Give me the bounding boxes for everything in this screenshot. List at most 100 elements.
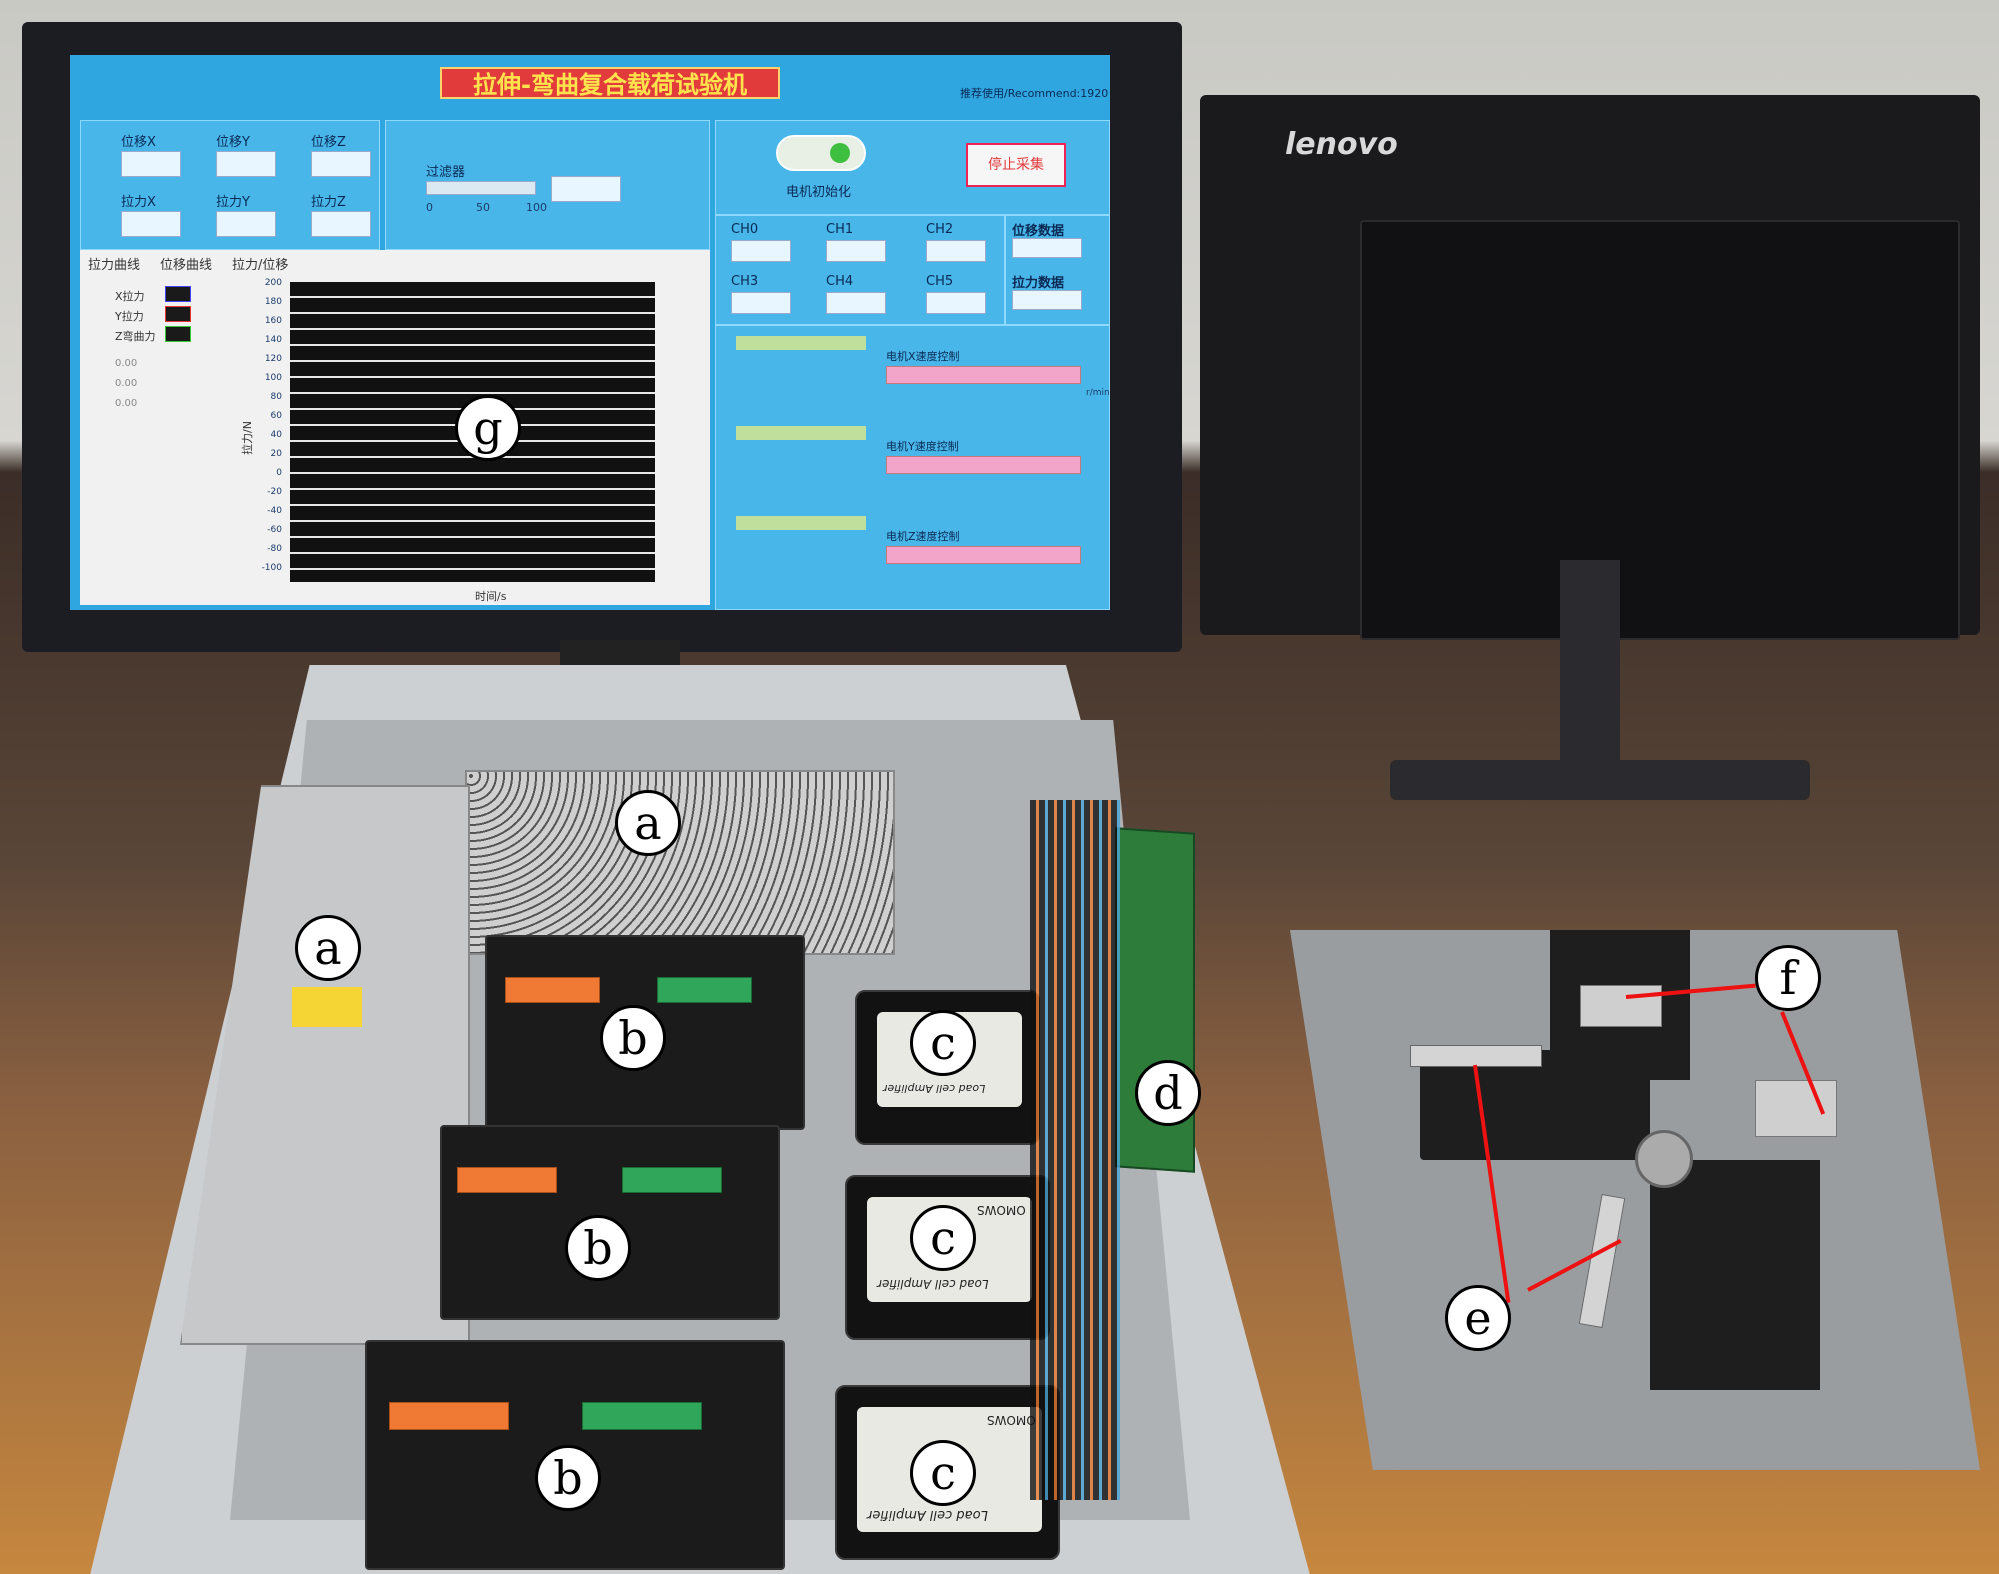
amp-label: Load cell Amplifier — [877, 1277, 989, 1291]
warning-sticker — [292, 987, 362, 1027]
disp-x-field[interactable] — [121, 151, 181, 177]
y-tick: -60 — [267, 525, 282, 535]
load-cell-f1 — [1580, 985, 1662, 1027]
motor-x-speed-slider[interactable] — [886, 366, 1081, 384]
motor-x-speed-label: 电机X速度控制 — [886, 350, 960, 363]
y-tick: -100 — [261, 563, 282, 573]
tab-disp-curve[interactable]: 位移曲线 — [160, 258, 213, 273]
y-tick: 80 — [270, 392, 282, 402]
amp-brand: OMOWS — [987, 1413, 1036, 1427]
y-tick: 60 — [270, 411, 282, 421]
tab-force-curve[interactable]: 拉力曲线 — [88, 258, 141, 273]
disp-data-path[interactable] — [1012, 238, 1082, 258]
filter-label: 过滤器 — [426, 165, 466, 180]
disp-y-field[interactable] — [216, 151, 276, 177]
power-supply-side — [180, 785, 470, 1345]
channel-group: CH0 CH1 CH2 CH3 CH4 CH5 — [715, 215, 1005, 325]
motor-init-toggle[interactable] — [776, 135, 866, 171]
monitor-base — [1390, 760, 1810, 800]
filter-value[interactable] — [551, 176, 621, 202]
amp-label: Load cell Amplifier — [883, 1082, 986, 1095]
filter-slider[interactable] — [426, 181, 536, 195]
callout-c-1: c — [910, 1010, 976, 1076]
callout-c-3: c — [910, 1440, 976, 1506]
tab-force-disp[interactable]: 拉力/位移 — [232, 258, 289, 273]
ch1-field[interactable] — [826, 240, 886, 262]
callout-d: d — [1135, 1060, 1201, 1126]
y-tick: 140 — [264, 335, 282, 345]
ch3-label: CH3 — [731, 274, 759, 289]
legend-value-y: 0.00 — [115, 378, 138, 389]
monitor-rear-panel — [1360, 220, 1960, 640]
callout-g: g — [455, 395, 521, 461]
ch1-label: CH1 — [826, 222, 854, 237]
x-axis-label: 时间/s — [475, 590, 507, 603]
motor-init-label: 电机初始化 — [786, 185, 852, 200]
recommend-text: 推荐使用/Recommend:1920 — [960, 87, 1109, 100]
motor-control-group: 电机X速度控制 r/min 电机Y速度控制 电机Z速度控制 — [715, 325, 1110, 610]
filter-tick-0: 0 — [426, 201, 433, 214]
force-x-label: 拉力X — [121, 195, 156, 210]
legend-value-x: 0.00 — [115, 358, 138, 369]
y-tick: 0 — [276, 468, 282, 478]
y-tick: 200 — [264, 278, 282, 288]
disp-data-label: 位移数据 — [1012, 224, 1065, 239]
lenovo-monitor: lenovo — [1200, 95, 1980, 640]
force-z-label: 拉力Z — [311, 195, 346, 210]
ch4-label: CH4 — [826, 274, 854, 289]
disp-x-label: 位移X — [121, 135, 156, 150]
ch5-field[interactable] — [926, 292, 986, 314]
app-title: 拉伸-弯曲复合载荷试验机 — [440, 67, 780, 99]
ch2-label: CH2 — [926, 222, 954, 237]
y-tick: -80 — [267, 544, 282, 554]
power-supply-top — [465, 770, 895, 955]
motor-y-speed-slider[interactable] — [886, 456, 1081, 474]
ch0-field[interactable] — [731, 240, 791, 262]
amp-label: Load cell Amplifier — [867, 1507, 988, 1522]
filter-tick-50: 50 — [476, 201, 490, 214]
driver-terminal-green — [582, 1402, 702, 1430]
cable-bundle — [1030, 800, 1120, 1500]
force-z-field[interactable] — [311, 211, 371, 237]
legend-value-z: 0.00 — [115, 398, 138, 409]
ch4-field[interactable] — [826, 292, 886, 314]
driver-terminal-orange — [457, 1167, 557, 1193]
ch0-label: CH0 — [731, 222, 759, 237]
ch2-field[interactable] — [926, 240, 986, 262]
callout-b-1: b — [600, 1005, 666, 1071]
disp-z-field[interactable] — [311, 151, 371, 177]
callout-e: e — [1445, 1285, 1511, 1351]
force-y-field[interactable] — [216, 211, 276, 237]
callout-a-side: a — [295, 915, 361, 981]
amp-brand: OMOWS — [977, 1203, 1026, 1217]
motor-y-speed-label: 电机Y速度控制 — [886, 440, 959, 453]
y-tick: 40 — [270, 430, 282, 440]
y-tick-column: 200 180 160 140 120 100 80 60 40 20 0 -2… — [252, 278, 282, 578]
filter-tick-100: 100 — [526, 201, 547, 214]
callout-b-2: b — [565, 1215, 631, 1281]
control-group: 电机初始化 停止采集 — [715, 120, 1110, 215]
force-x-field[interactable] — [121, 211, 181, 237]
force-y-label: 拉力Y — [216, 195, 250, 210]
y-tick: 160 — [264, 316, 282, 326]
legend-swatch-y — [165, 306, 191, 322]
center-knob — [1635, 1130, 1693, 1188]
y-tick: 180 — [264, 297, 282, 307]
motor-x-speed-unit: r/min — [1086, 388, 1110, 398]
stop-button[interactable]: 停止采集 — [966, 143, 1066, 187]
legend-z: Z弯曲力 — [115, 330, 156, 343]
motor-z-speed-label: 电机Z速度控制 — [886, 530, 960, 543]
chart-panel: 拉力曲线 位移曲线 拉力/位移 X拉力 Y拉力 Z弯曲力 0.00 0.00 0… — [80, 250, 710, 605]
toggle-led-icon — [830, 143, 850, 163]
ch3-field[interactable] — [731, 292, 791, 314]
disp-y-label: 位移Y — [216, 135, 250, 150]
filter-group: 过滤器 0 50 100 — [385, 120, 710, 250]
motor-z-speed-slider[interactable] — [886, 546, 1081, 564]
force-data-path[interactable] — [1012, 290, 1082, 310]
y-tick: -40 — [267, 506, 282, 516]
y-tick: 100 — [264, 373, 282, 383]
force-data-label: 拉力数据 — [1012, 276, 1065, 291]
callout-f: f — [1755, 945, 1821, 1011]
ch5-label: CH5 — [926, 274, 954, 289]
